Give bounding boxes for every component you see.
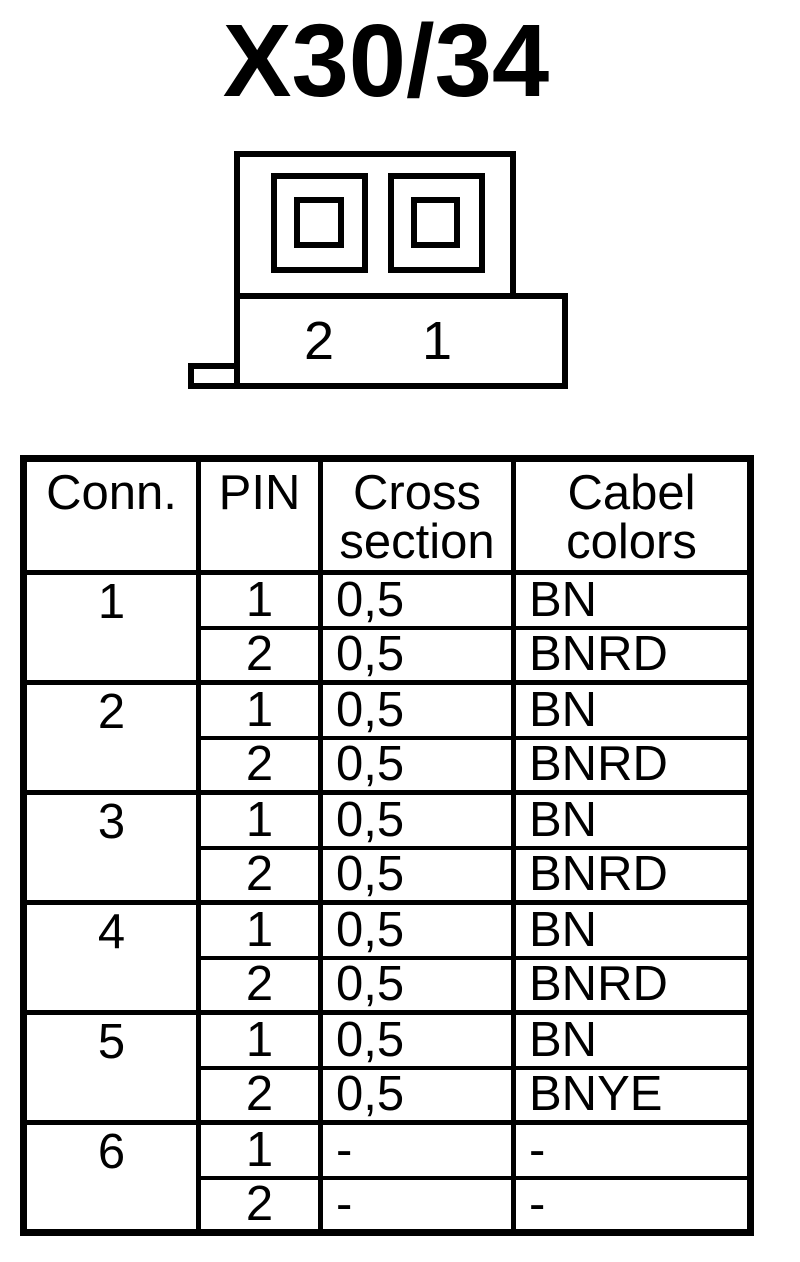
- cable-color-cell: -: [511, 1120, 753, 1180]
- conn-cell: 1: [21, 570, 201, 685]
- table-header-row: Conn. PIN Cross section Cabel colors: [21, 456, 753, 575]
- table-row: 4 1 0,5 BN: [21, 900, 753, 1015]
- cable-color-cell: BNRD: [511, 845, 753, 905]
- pin-cell: 1: [196, 1120, 323, 1180]
- pin-label-2: 2: [303, 311, 335, 371]
- conn-cell: 4: [21, 900, 201, 1015]
- table-row: 2 1 0,5 BN: [21, 680, 753, 795]
- pin-cell: 1: [196, 900, 323, 960]
- header-cable-colors: Cabel colors: [511, 456, 753, 575]
- cross-section-cell: 0,5: [318, 625, 516, 685]
- cross-section-cell: 0,5: [318, 790, 516, 850]
- table-row: 6 1 - -: [21, 1120, 753, 1235]
- pin-1-terminal: [411, 197, 460, 248]
- conn-cell: 3: [21, 790, 201, 905]
- connector-mounting-tab: [188, 363, 240, 389]
- cross-section-cell: 0,5: [318, 680, 516, 740]
- pin-cell: 2: [196, 625, 323, 685]
- table-row: 2 0,5 BNRD: [24, 625, 753, 685]
- table-row: 5 1 0,5 BN: [21, 1010, 753, 1125]
- cable-color-cell: BN: [511, 570, 753, 630]
- pin-2-terminal: [294, 197, 344, 248]
- cross-section-cell: -: [318, 1175, 516, 1235]
- table-row: 2 0,5 BNRD: [24, 735, 753, 795]
- pin-cell: 2: [196, 845, 323, 905]
- cable-color-cell: BN: [511, 790, 753, 850]
- cross-section-cell: 0,5: [318, 570, 516, 630]
- table-row: 2 - -: [24, 1175, 753, 1235]
- header-pin: PIN: [196, 456, 323, 575]
- header-conn: Conn.: [21, 456, 201, 575]
- page-title: X30/34: [222, 3, 550, 118]
- header-cross-section: Cross section: [318, 456, 516, 575]
- pin-label-1: 1: [421, 311, 453, 371]
- cross-section-cell: -: [318, 1120, 516, 1180]
- cable-color-cell: BN: [511, 1010, 753, 1070]
- conn-cell: 2: [21, 680, 201, 795]
- conn-cell: 5: [21, 1010, 201, 1125]
- cable-color-cell: -: [511, 1175, 753, 1235]
- pin-cell: 1: [196, 570, 323, 630]
- cross-section-cell: 0,5: [318, 955, 516, 1015]
- table-row: 2 0,5 BNRD: [24, 845, 753, 905]
- pin-cell: 1: [196, 680, 323, 740]
- cross-section-cell: 0,5: [318, 1010, 516, 1070]
- cable-color-cell: BN: [511, 680, 753, 740]
- pin-cell: 2: [196, 1065, 323, 1125]
- cable-color-cell: BNRD: [511, 625, 753, 685]
- conn-cell: 6: [21, 1120, 201, 1235]
- table-row: 3 1 0,5 BN: [21, 790, 753, 905]
- connector-housing-top: [234, 151, 516, 293]
- cable-color-cell: BNRD: [511, 735, 753, 795]
- cross-section-cell: 0,5: [318, 845, 516, 905]
- pin-cell: 1: [196, 790, 323, 850]
- table-row: 1 1 0,5 BN: [21, 570, 753, 685]
- pin-cell: 2: [196, 1175, 323, 1235]
- cable-color-cell: BN: [511, 900, 753, 960]
- cross-section-cell: 0,5: [318, 900, 516, 960]
- connector-housing-body: [234, 293, 568, 389]
- table-row: 2 0,5 BNRD: [24, 955, 753, 1015]
- pin-cell: 2: [196, 735, 323, 795]
- pin-cell: 1: [196, 1010, 323, 1070]
- cross-section-cell: 0,5: [318, 735, 516, 795]
- table-row: 2 0,5 BNYE: [24, 1065, 753, 1125]
- cross-section-cell: 0,5: [318, 1065, 516, 1125]
- pinout-table: Conn. PIN Cross section Cabel colors 1 1…: [20, 455, 754, 1236]
- cable-color-cell: BNYE: [511, 1065, 753, 1125]
- cable-color-cell: BNRD: [511, 955, 753, 1015]
- pin-cell: 2: [196, 955, 323, 1015]
